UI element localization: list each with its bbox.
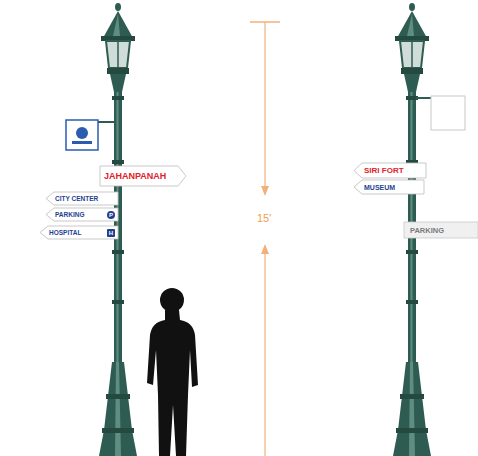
emblem [76, 127, 88, 139]
sign-outline [404, 222, 478, 238]
sign-text: SIRI FORT [364, 166, 404, 175]
emblem-sign [66, 120, 98, 150]
sign-board: PARKING [404, 222, 478, 238]
sign-arm [98, 121, 114, 123]
sign-board: HOSPITAL H [40, 226, 118, 239]
dimension-arrow [261, 244, 269, 254]
sign-text: PARKING [55, 211, 85, 218]
dimension-label: 15' [257, 212, 271, 224]
sign-outline [100, 166, 186, 186]
sign-board: SIRI FORT [354, 163, 426, 178]
sign-outline [354, 163, 426, 178]
sign-text: JAHANPANAH [104, 171, 166, 181]
dimension-arrow [261, 186, 269, 196]
sign-board: CITY CENTER [46, 192, 118, 205]
sign-text: PARKING [410, 226, 444, 235]
sign-board: MUSEUM [354, 180, 424, 194]
sign-arm [416, 97, 432, 99]
dimension-line [264, 22, 265, 192]
sign-text: CITY CENTER [55, 195, 98, 202]
sign-board: PARKING P [46, 208, 118, 221]
sign-outline [354, 180, 424, 194]
sign-text: HOSPITAL [49, 229, 81, 236]
sign-outline [46, 192, 118, 205]
sign-outline [40, 226, 118, 239]
blank-sign [431, 96, 465, 130]
sign-outline [46, 208, 118, 221]
person-silhouette [160, 288, 184, 312]
sign-board: JAHANPANAH [100, 166, 186, 186]
sign-icon: P [107, 211, 115, 219]
sign-icon: H [107, 229, 115, 237]
dimension-line [264, 248, 265, 456]
emblem [72, 141, 92, 144]
person-silhouette [147, 310, 198, 456]
sign-text: MUSEUM [364, 184, 395, 191]
